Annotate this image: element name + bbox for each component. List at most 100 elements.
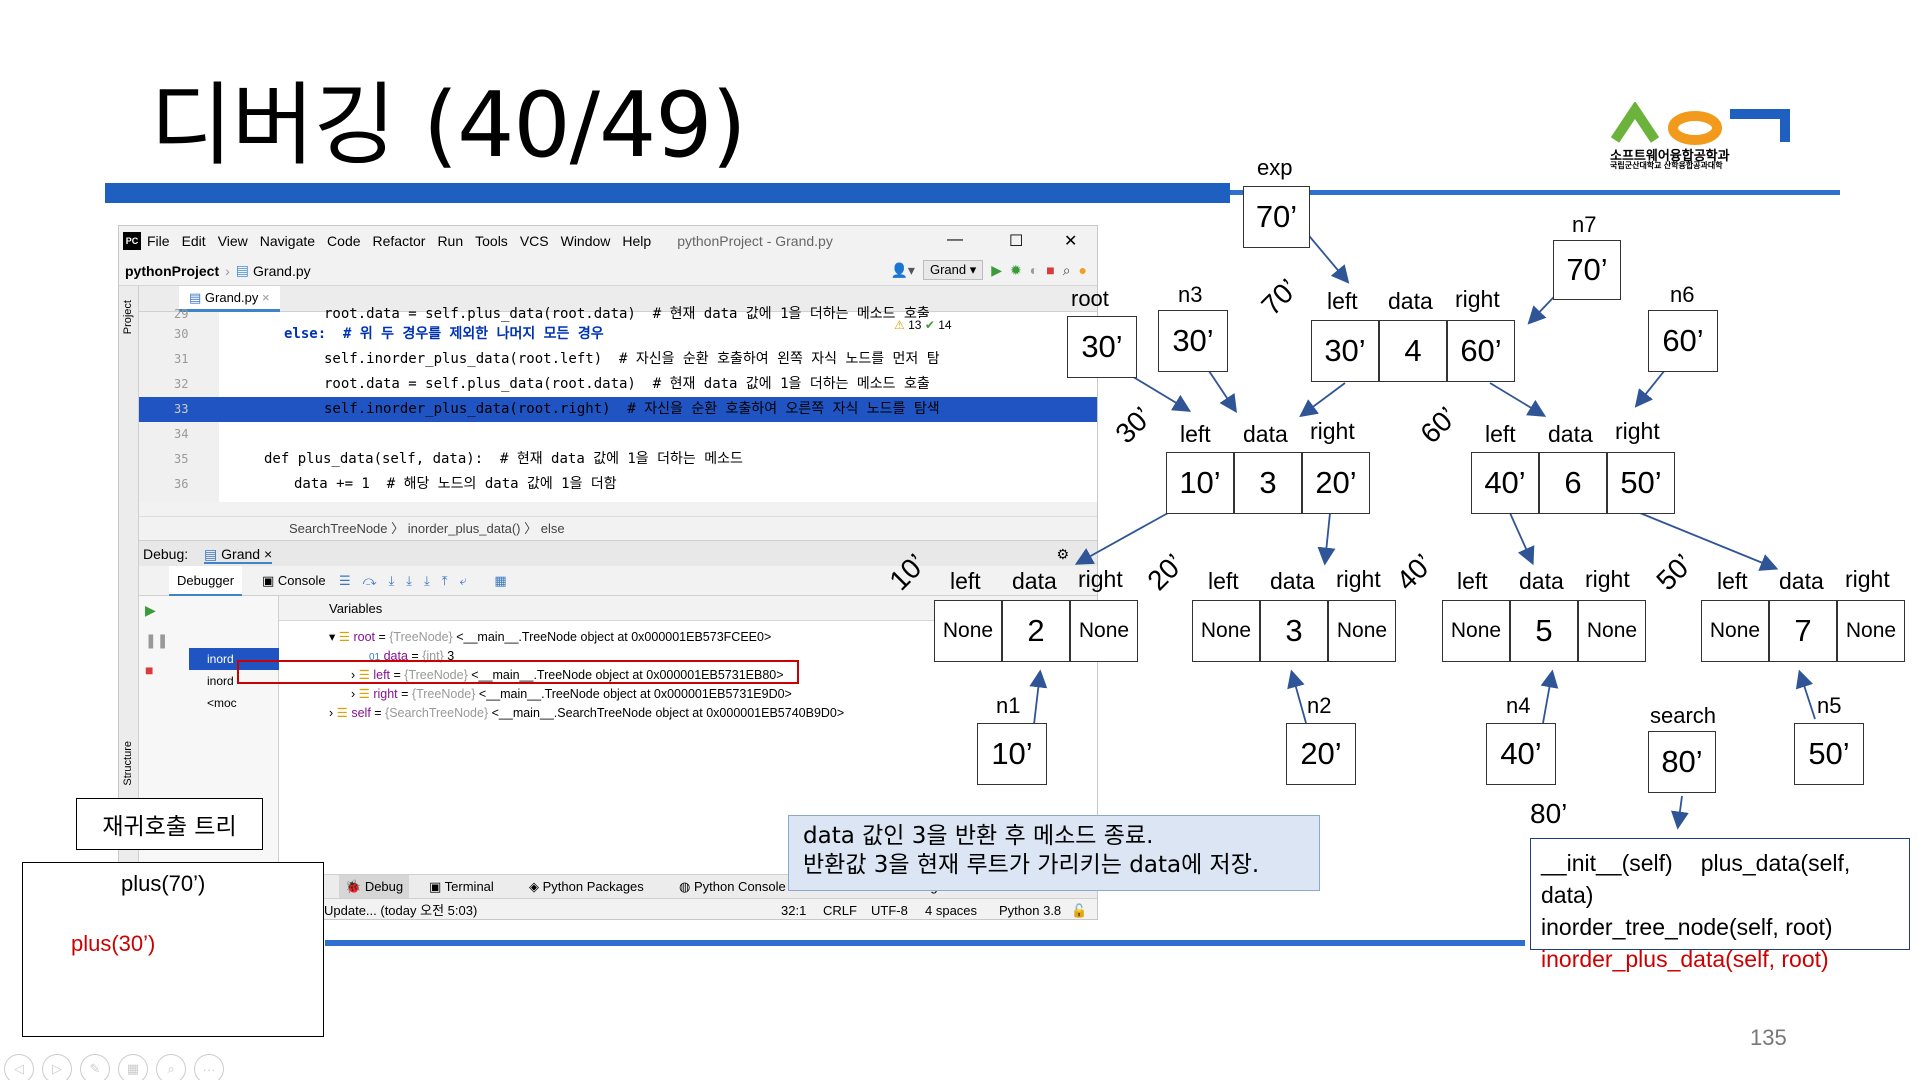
arrow-60-left <box>1509 512 1535 566</box>
pointer-n2: 20’ <box>1286 723 1356 785</box>
logo-text: 소프트웨어융합공학과 <box>1610 148 1730 163</box>
tab-label: Grand.py <box>204 290 259 305</box>
pycharm-icon: PC <box>123 232 141 250</box>
pen-icon[interactable]: ✎ <box>80 1054 110 1080</box>
maximize-icon[interactable]: ☐ <box>1009 233 1024 250</box>
menu-view[interactable]: View <box>217 233 248 249</box>
step-controls[interactable]: ☰⤼⤓⤓⤓⤒⤶ ▦ <box>339 573 519 588</box>
python-console-tab[interactable]: ◍ Python Console <box>679 879 786 894</box>
crumb-method[interactable]: inorder_plus_data() <box>407 521 521 536</box>
variable-row[interactable]: › ☰ self = {SearchTreeNode} <__main__.Se… <box>329 706 845 720</box>
status-update[interactable]: Update... (today 오전 5:03) <box>324 903 478 918</box>
console-tab[interactable]: ▣ Console <box>254 566 334 596</box>
close-icon[interactable]: ✕ <box>1064 233 1078 250</box>
interpreter[interactable]: Python 3.8 <box>999 903 1062 918</box>
pointer-n7: 70’ <box>1553 240 1621 300</box>
arrow-exp <box>1304 230 1350 284</box>
crumb-class[interactable]: SearchTreeNode <box>289 521 388 536</box>
lock-icon[interactable]: 🔓 <box>1071 903 1088 918</box>
caret-position[interactable]: 32:1 <box>781 903 807 918</box>
var-name: data <box>383 649 408 663</box>
stop-icon[interactable]: ■ <box>1046 262 1055 278</box>
slide-title: 디버깅 (40/49) <box>150 73 747 178</box>
python-packages-tab[interactable]: ◈ Python Packages <box>529 879 644 894</box>
menu-refactor[interactable]: Refactor <box>372 233 426 249</box>
resume-icon[interactable]: ▶ <box>145 602 156 618</box>
minimize-icon[interactable]: — <box>947 231 963 248</box>
settings-icon[interactable]: ⚙ <box>1056 546 1069 562</box>
node60-right-header: right <box>1615 418 1660 444</box>
menu-tools[interactable]: Tools <box>475 233 508 249</box>
add-config-icon[interactable]: 👤▾ <box>890 261 915 278</box>
node10-left: None <box>934 600 1002 662</box>
var-name: root <box>353 630 375 644</box>
next-slide-icon[interactable]: ▷ <box>42 1054 72 1080</box>
terminal-tab[interactable]: ▣ Terminal <box>429 879 494 894</box>
pause-icon[interactable]: ❚❚ <box>145 632 169 648</box>
frame-item[interactable]: <moc <box>207 696 237 710</box>
arrow-70-right <box>1489 382 1547 417</box>
node20-data: 3 <box>1260 600 1328 662</box>
node40-data-header: data <box>1519 568 1564 594</box>
line-number: 36 <box>174 477 189 491</box>
debugger-tab[interactable]: Debugger <box>169 566 243 596</box>
slides-grid-icon[interactable]: ▦ <box>118 1054 148 1080</box>
debug-toolbar: Debugger ▣ Console ☰⤼⤓⤓⤓⤒⤶ ▦ <box>139 566 1097 596</box>
menu-code[interactable]: Code <box>327 233 361 249</box>
recursion-call-root: plus(70’) <box>121 871 206 896</box>
run-icon[interactable]: ▶ <box>991 261 1003 278</box>
line-ending[interactable]: CRLF <box>823 903 857 918</box>
node60-right: 50’ <box>1607 452 1675 514</box>
variable-row[interactable]: › ☰ left = {TreeNode} <__main__.TreeNode… <box>351 668 784 682</box>
node60-left-header: left <box>1485 421 1516 447</box>
variable-row[interactable]: 01 data = {int} 3 <box>369 649 455 663</box>
variable-row[interactable]: › ☰ right = {TreeNode} <__main__.TreeNod… <box>351 687 792 701</box>
menu-vcs[interactable]: VCS <box>519 233 549 249</box>
menu-help[interactable]: Help <box>622 233 652 249</box>
run-config-select[interactable]: Grand ▾ <box>922 260 984 280</box>
arrow-n3 <box>1206 367 1237 413</box>
breadcrumb-file[interactable]: Grand.py <box>253 262 311 279</box>
menu-window[interactable]: Window <box>560 233 611 249</box>
inspection-widget[interactable]: ⚠ 13 ✔ 14 <box>894 318 952 332</box>
debug-tab[interactable]: 🐞 Debug <box>339 875 410 899</box>
node50-left-header: left <box>1717 568 1748 594</box>
node30-left: 10’ <box>1166 452 1234 514</box>
variable-row[interactable]: ▾ ☰ root = {TreeNode} <__main__.TreeNode… <box>329 630 772 644</box>
recursion-call-current: plus(30’) <box>71 931 156 956</box>
update-icon[interactable]: ● <box>1078 262 1087 278</box>
frame-item[interactable]: inord <box>207 674 234 688</box>
menu-navigate[interactable]: Navigate <box>259 233 316 249</box>
breadcrumb-project[interactable]: pythonProject <box>125 262 220 279</box>
structure-tool-tab[interactable]: Structure <box>122 741 134 786</box>
callout-line2: 반환값 3을 현재 루트가 가리키는 data에 저장. <box>803 852 1260 878</box>
debug-icon[interactable]: ✹ <box>1010 261 1022 278</box>
stop-debug-icon[interactable]: ■ <box>145 662 154 678</box>
menu-run[interactable]: Run <box>437 233 464 249</box>
indent-setting[interactable]: 4 spaces <box>925 903 978 918</box>
crumb-else[interactable]: else <box>540 521 565 536</box>
zoom-icon[interactable]: ⌕ <box>156 1054 186 1080</box>
frame-item[interactable]: inord <box>189 648 279 670</box>
more-options-icon[interactable]: ··· <box>194 1054 224 1080</box>
node10-left-header: left <box>950 568 981 594</box>
file-encoding[interactable]: UTF-8 <box>871 903 908 918</box>
menu-edit[interactable]: Edit <box>181 233 206 249</box>
python-file-icon: ▤ <box>189 290 205 305</box>
tab-close-icon[interactable]: × <box>262 290 270 305</box>
previous-slide-icon[interactable]: ◁ <box>4 1054 34 1080</box>
debug-session-tab[interactable]: ▤ Grand × <box>204 546 273 564</box>
tab-grand-py[interactable]: ▤ Grand.py × <box>179 286 280 312</box>
project-tool-tab[interactable]: Project <box>122 300 134 335</box>
pointer-n6: 60’ <box>1648 310 1718 372</box>
menu-file[interactable]: File <box>147 233 170 249</box>
node40-left: None <box>1442 600 1510 662</box>
coverage-icon[interactable]: ◐ <box>1029 262 1039 278</box>
line-number: 32 <box>174 377 189 391</box>
node30-left-header: left <box>1180 421 1211 447</box>
arrow-n2 <box>1287 669 1307 724</box>
search-icon[interactable]: ⌕ <box>1062 261 1071 278</box>
arrow-search <box>1670 795 1689 830</box>
